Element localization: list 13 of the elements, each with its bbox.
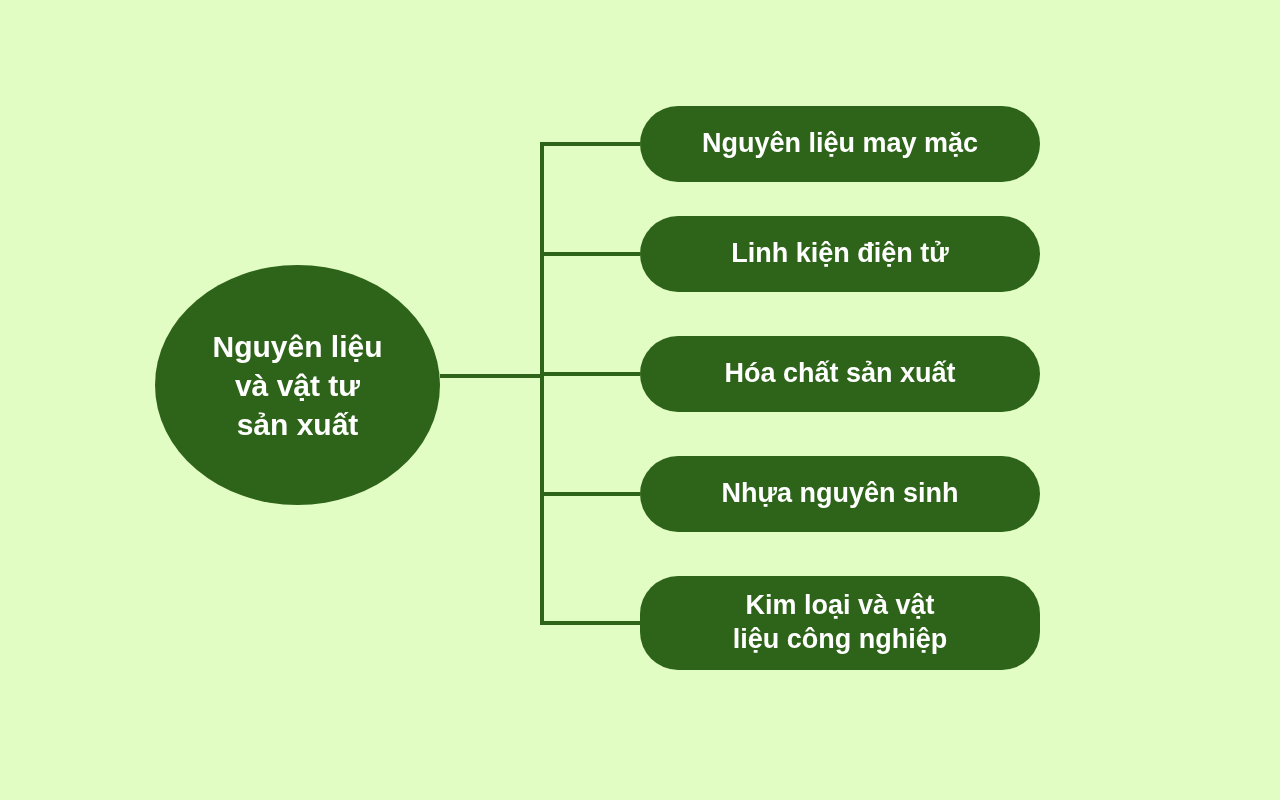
connector-line [542, 621, 640, 625]
connector-line [542, 252, 640, 256]
node-text: Kim loại và vật liệu công nghiệp [731, 589, 949, 656]
category-pill [640, 576, 1040, 670]
node-text: Linh kiện điện tử [731, 237, 949, 271]
node-text: Nguyên liệu và vật tư sản xuất [211, 328, 384, 443]
node-text: Nguyên liệu may mặc [701, 127, 979, 161]
connector-line [542, 142, 640, 146]
node-text: Hóa chất sản xuất [724, 357, 956, 391]
node-text: Nhựa nguyên sinh [721, 477, 959, 511]
connector-line [438, 140, 544, 627]
connector-line [542, 372, 640, 376]
connector-line [542, 492, 640, 496]
